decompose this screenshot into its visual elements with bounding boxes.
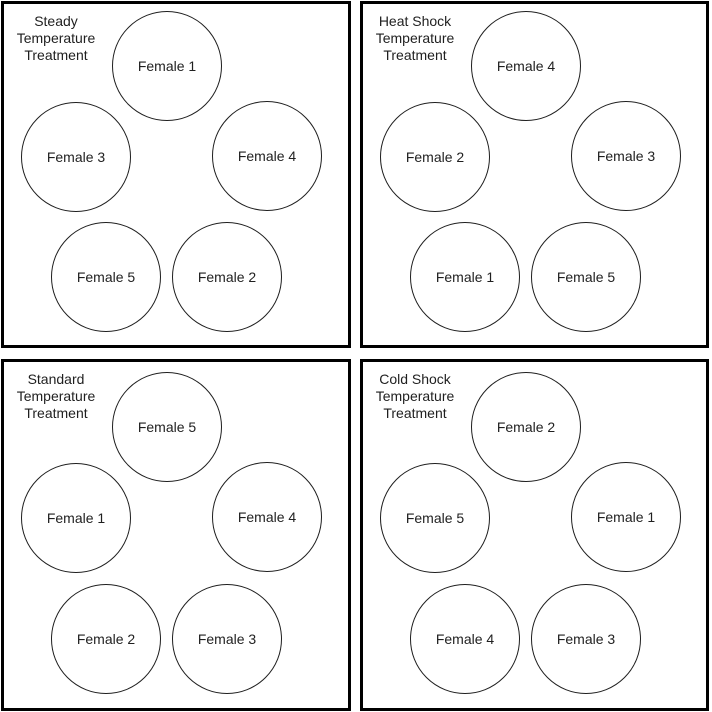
panel-title: Heat Shock Temperature Treatment: [375, 13, 455, 63]
female-circle-left: Female 1: [21, 463, 131, 573]
female-circle-top: Female 5: [112, 372, 222, 482]
female-circle-bottom-left: Female 4: [410, 584, 520, 694]
female-circle-right: Female 3: [571, 101, 681, 211]
female-label: Female 1: [596, 509, 656, 525]
female-circle-bottom-left: Female 5: [51, 222, 161, 332]
female-label: Female 2: [496, 419, 556, 435]
female-circle-bottom-right: Female 2: [172, 222, 282, 332]
panel-steady-temperature-treatment: Steady Temperature Treatment Female 1 Fe…: [1, 1, 351, 348]
female-label: Female 1: [435, 269, 495, 285]
female-label: Female 3: [556, 631, 616, 647]
panel-title: Cold Shock Temperature Treatment: [375, 371, 455, 421]
female-circle-bottom-left: Female 1: [410, 222, 520, 332]
female-circle-right: Female 4: [212, 462, 322, 572]
female-circle-top: Female 4: [471, 11, 581, 121]
female-label: Female 3: [46, 149, 106, 165]
female-label: Female 2: [405, 149, 465, 165]
female-circle-right: Female 1: [571, 462, 681, 572]
female-label: Female 2: [197, 269, 257, 285]
female-circle-bottom-left: Female 2: [51, 584, 161, 694]
female-label: Female 1: [46, 510, 106, 526]
female-label: Female 5: [76, 269, 136, 285]
female-circle-bottom-right: Female 5: [531, 222, 641, 332]
female-label: Female 1: [137, 58, 197, 74]
female-label: Female 2: [76, 631, 136, 647]
female-circle-left: Female 2: [380, 102, 490, 212]
panel-cold-shock-temperature-treatment: Cold Shock Temperature Treatment Female …: [360, 359, 709, 711]
female-label: Female 4: [237, 509, 297, 525]
female-label: Female 3: [197, 631, 257, 647]
female-label: Female 4: [496, 58, 556, 74]
female-circle-top: Female 2: [471, 372, 581, 482]
female-label: Female 3: [596, 148, 656, 164]
panel-title: Standard Temperature Treatment: [16, 371, 96, 421]
female-label: Female 5: [556, 269, 616, 285]
female-circle-left: Female 3: [21, 102, 131, 212]
female-label: Female 4: [237, 148, 297, 164]
panel-standard-temperature-treatment: Standard Temperature Treatment Female 5 …: [1, 359, 351, 711]
female-circle-right: Female 4: [212, 101, 322, 211]
female-circle-top: Female 1: [112, 11, 222, 121]
panel-title: Steady Temperature Treatment: [16, 13, 96, 63]
female-label: Female 5: [405, 510, 465, 526]
female-label: Female 5: [137, 419, 197, 435]
panel-heat-shock-temperature-treatment: Heat Shock Temperature Treatment Female …: [360, 1, 709, 348]
female-circle-bottom-right: Female 3: [531, 584, 641, 694]
female-circle-left: Female 5: [380, 463, 490, 573]
female-label: Female 4: [435, 631, 495, 647]
female-circle-bottom-right: Female 3: [172, 584, 282, 694]
